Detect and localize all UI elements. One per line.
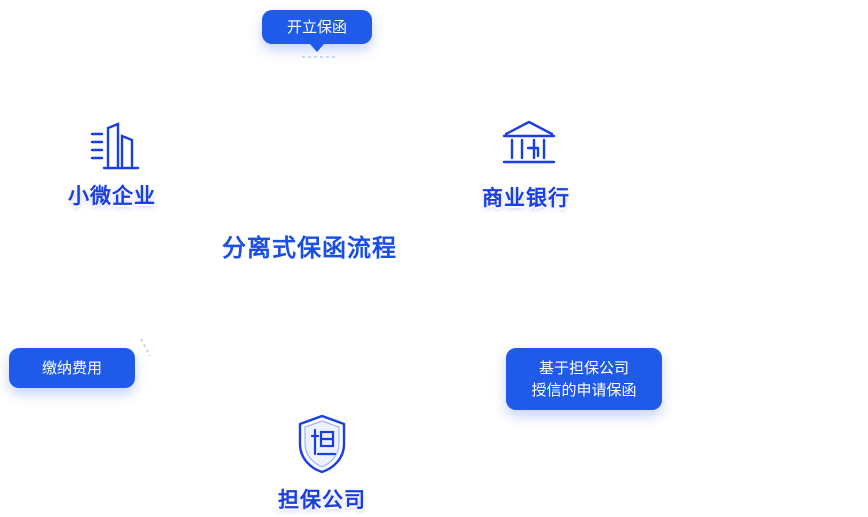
step-issue-guarantee-label: 开立保函 xyxy=(286,18,347,36)
dots-decoration xyxy=(140,338,151,357)
node-guarantor-label: 担保公司 xyxy=(278,488,366,512)
dots-decoration xyxy=(302,56,336,58)
step-issue-guarantee-bubble: 开立保函 xyxy=(262,10,372,52)
step-pay-fee-label: 缴纳费用 xyxy=(41,359,102,377)
step-apply-line2: 授信的申请保函 xyxy=(531,381,637,399)
node-enterprise-label: 小微企业 xyxy=(68,184,156,208)
step-apply-line1: 基于担保公司 xyxy=(538,359,629,377)
node-bank-label: 商业银行 xyxy=(482,186,570,210)
diagram-title: 分离式保函流程 xyxy=(222,234,397,262)
shield-icon xyxy=(298,414,346,474)
step-apply-guarantee-bubble: 基于担保公司 授信的申请保函 xyxy=(506,348,662,410)
bubble-tail xyxy=(310,44,324,52)
bank-icon xyxy=(502,120,556,164)
step-pay-fee-bubble: 缴纳费用 xyxy=(9,348,135,388)
building-icon xyxy=(90,122,140,170)
